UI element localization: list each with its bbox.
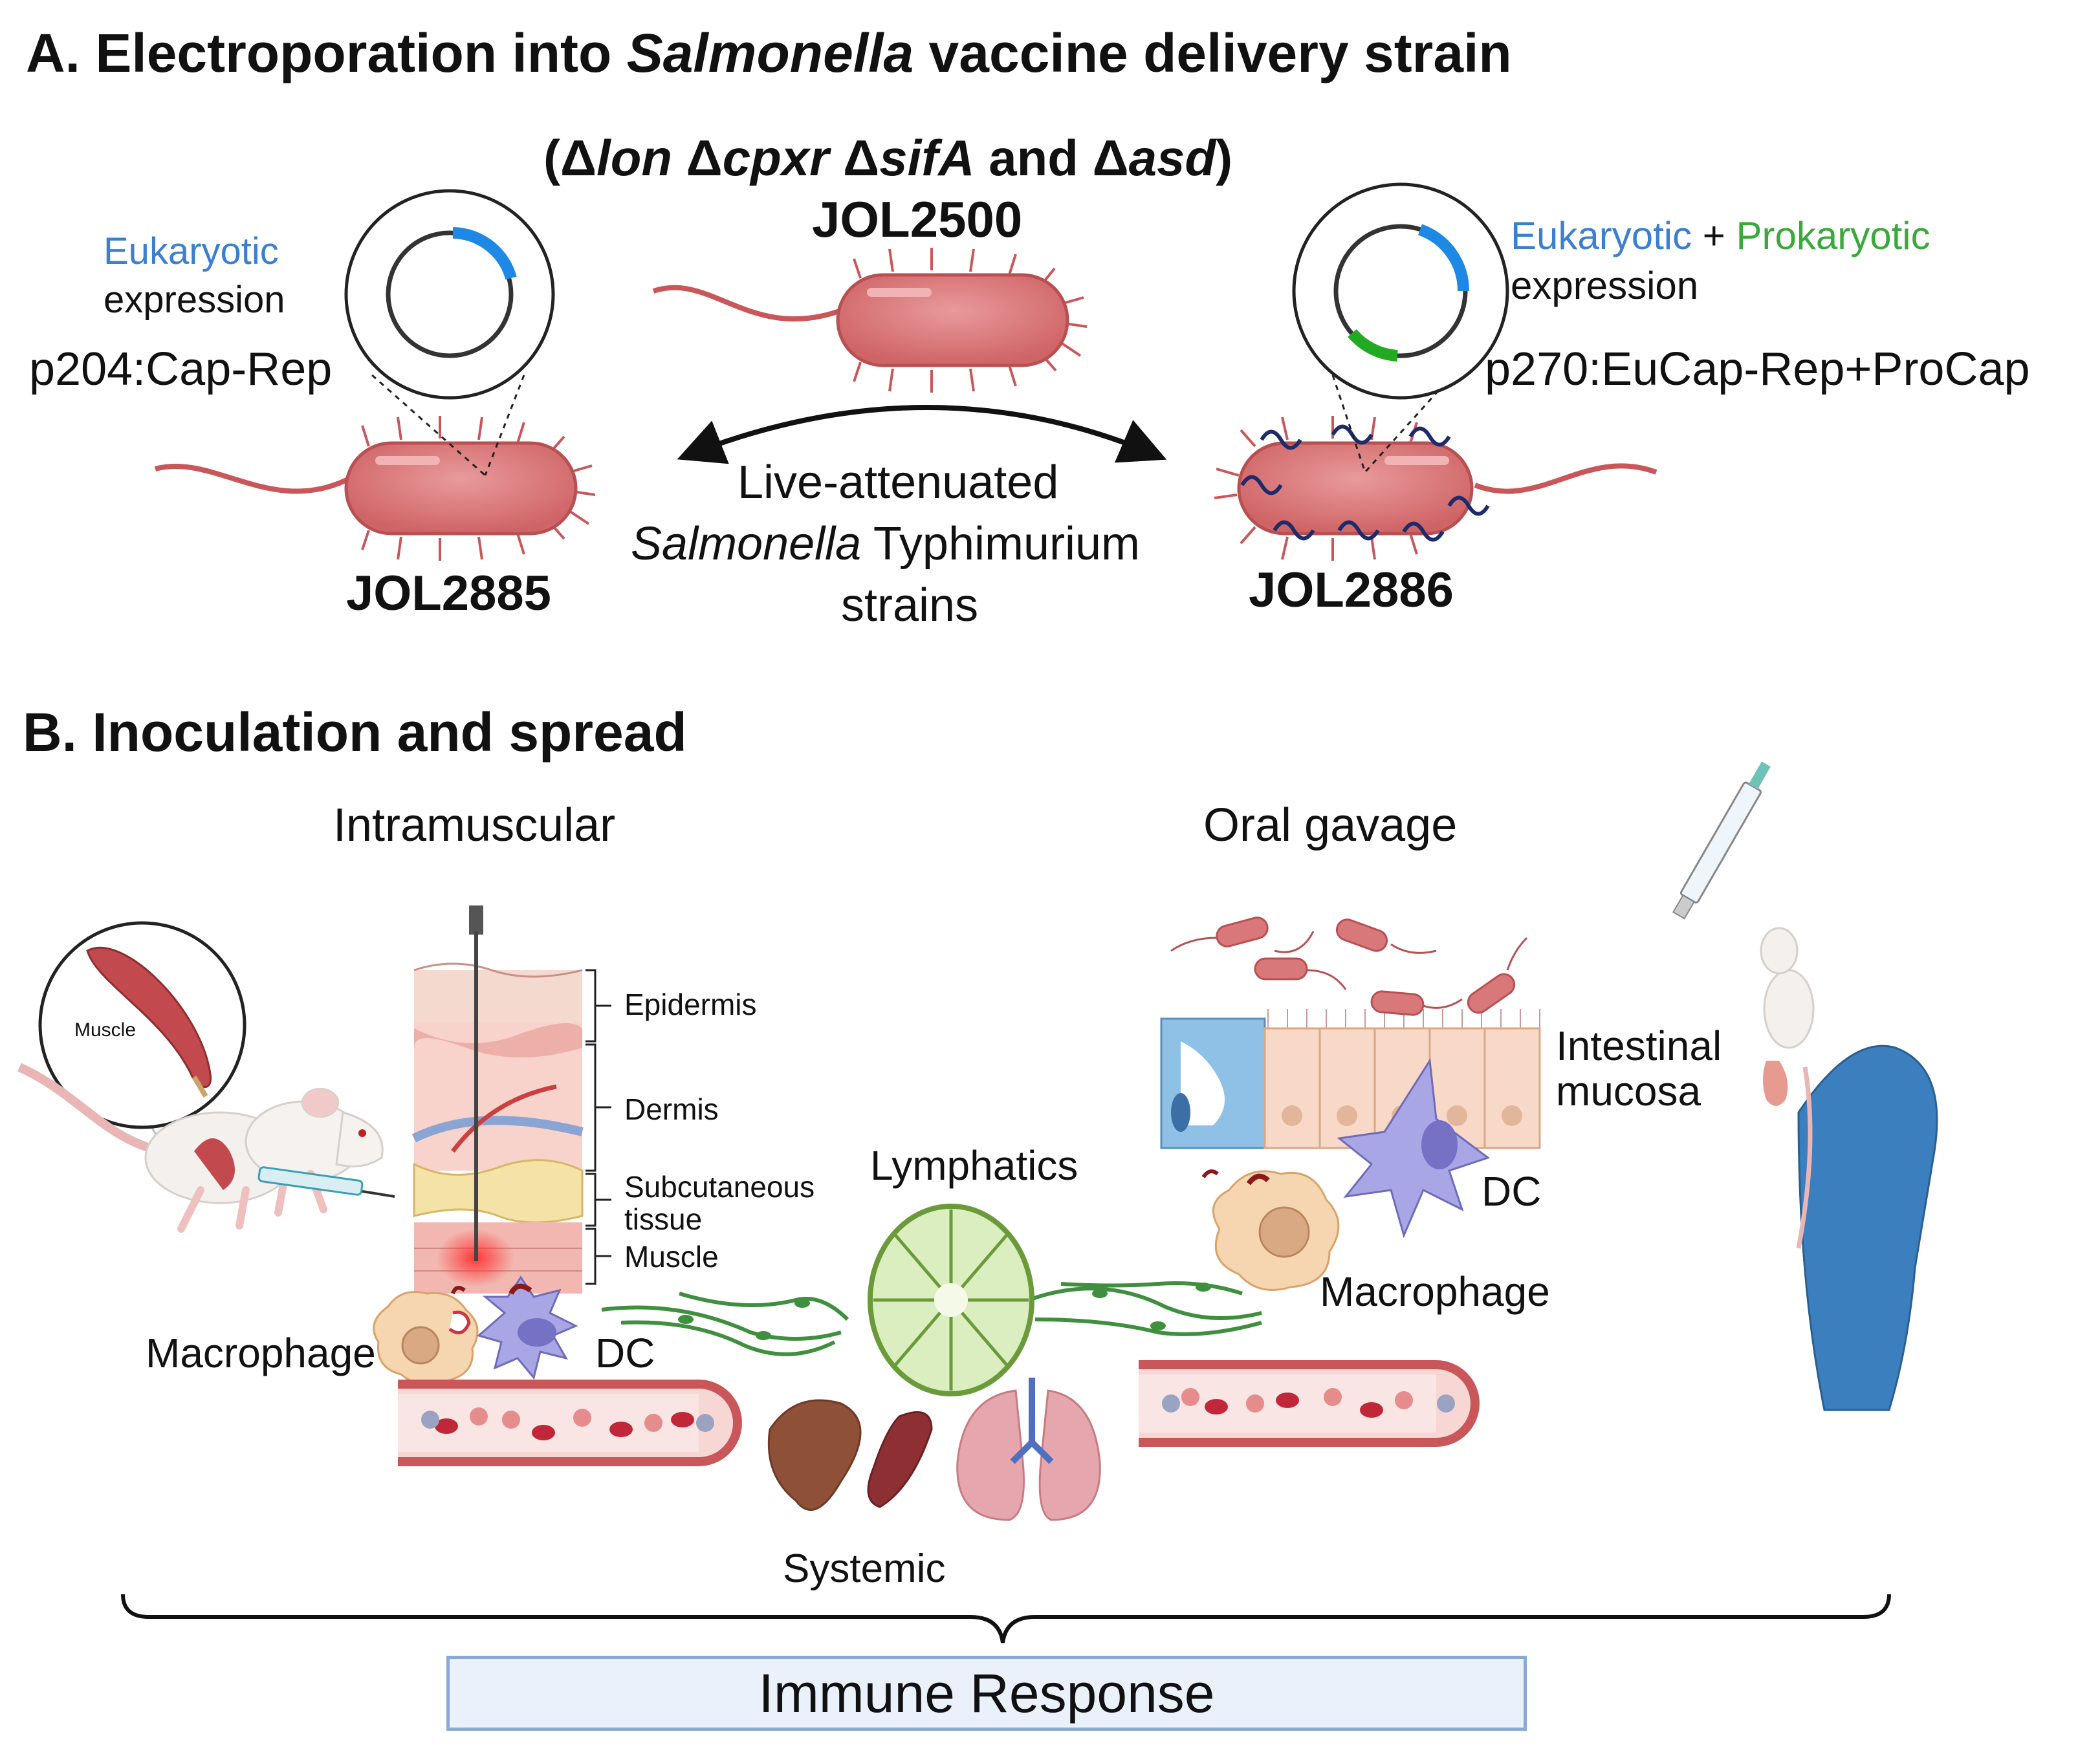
right-plasmid-label: p270:EuCap-Rep+ProCap (1485, 343, 2030, 395)
geno-and: and Δ (974, 129, 1129, 186)
muscle-inset (38, 921, 246, 1184)
lumen-bacteria (1170, 916, 1528, 1016)
center-caption-line1: Live-attenuated (738, 457, 1059, 508)
epidermis-label: Epidermis (624, 988, 757, 1021)
panel-a-title-prefix: A. Electroporation into (26, 23, 627, 83)
geno-open: (Δ (543, 129, 597, 186)
geno-close: ) (1216, 129, 1233, 186)
oral-gavage-label: Oral gavage (1203, 799, 1458, 851)
right-strain-label: JOL2886 (1249, 563, 1454, 618)
intestinal-label-2: mucosa (1556, 1068, 1701, 1114)
right-expr-color-line: Eukaryotic + Prokaryotic (1511, 217, 1930, 255)
macrophage-left-cell (373, 1291, 479, 1386)
genotype-label: (Δlon Δcpxr ΔsifA and Δasd) (543, 133, 1232, 183)
lymphatic-vessels (601, 1281, 1262, 1356)
blood-vessel-right (1139, 1360, 1480, 1447)
lungs (956, 1378, 1101, 1521)
right-expr-color-1: Eukaryotic (1511, 214, 1692, 257)
left-strain-label: JOL2885 (346, 566, 551, 621)
skin-cross-section (411, 905, 611, 1294)
panel-a-title-suffix: vaccine delivery strain (913, 23, 1512, 83)
left-plasmid-label: p204:Cap-Rep (29, 343, 333, 395)
dermis-label: Dermis (624, 1092, 719, 1126)
geno-asd: asd (1128, 129, 1216, 186)
lymphatics-label: Lymphatics (870, 1142, 1078, 1189)
left-expr-word: expression (104, 279, 285, 321)
right-expr-color-2: Prokaryotic (1736, 214, 1930, 257)
geno-sifa: sifA (879, 129, 975, 186)
panel-a-title-italic: Salmonella (626, 23, 914, 83)
panel-b-title: B. Inoculation and spread (23, 702, 687, 763)
muscle-inset-label: Muscle (74, 1019, 137, 1041)
right-expr-plus: + (1692, 214, 1736, 257)
panel-a-title: A. Electroporation into Salmonella vacci… (26, 26, 1512, 80)
bacterium-jol2500 (652, 248, 1088, 393)
center-caption-line3: strains (841, 580, 979, 631)
liver (767, 1399, 862, 1512)
intestinal-label-1: Intestinal (1556, 1023, 1722, 1069)
immune-response-label: Immune Response (758, 1662, 1215, 1724)
immune-brace (121, 1594, 1891, 1643)
center-caption-italic: Salmonella (631, 518, 862, 570)
left-expr-color: Eukaryotic (104, 230, 279, 272)
center-caption-rest: Typhimurium (861, 518, 1141, 570)
strain-arrow (677, 405, 1167, 464)
bacterium-jol2885 (154, 416, 596, 561)
plasmid-p270-zoom (1292, 182, 1509, 473)
oral-gavage-mouse (1672, 761, 1938, 1411)
systemic-label: Systemic (783, 1546, 946, 1591)
dc-left-cell (451, 1275, 578, 1380)
geno-cpxr: cpxr (722, 129, 829, 186)
spleen (867, 1411, 933, 1508)
subcutaneous-label-1: Subcutaneous (624, 1170, 815, 1204)
blood-vessel-left (398, 1380, 742, 1466)
intestinal-epithelium (1160, 1009, 1541, 1149)
parent-strain-label: JOL2500 (812, 191, 1023, 248)
geno-d3: Δ (829, 129, 880, 186)
macrophage-left-label: Macrophage (146, 1330, 376, 1376)
center-caption-line2: Salmonella Typhimurium (631, 521, 1140, 567)
dc-right-label: DC (1482, 1168, 1542, 1215)
mouse-intramuscular (17, 1063, 395, 1233)
geno-lon: lon (596, 129, 673, 186)
subcutaneous-label-2: tissue (624, 1202, 703, 1236)
plasmid-p204-zoom (344, 189, 555, 477)
lymph-node (868, 1204, 1034, 1396)
bacterium-jol2886 (1214, 416, 1657, 561)
dc-left-label: DC (595, 1330, 655, 1376)
muscle-layer-label: Muscle (624, 1240, 719, 1274)
macrophage-right-cell (1201, 1169, 1340, 1291)
intramuscular-label: Intramuscular (333, 799, 616, 851)
macrophage-right-label: Macrophage (1320, 1268, 1550, 1315)
right-expr-word: expression (1511, 264, 1699, 307)
dc-right-cell (1337, 1057, 1491, 1239)
immune-response-box: Immune Response (446, 1656, 1527, 1731)
geno-d2: Δ (672, 129, 723, 186)
